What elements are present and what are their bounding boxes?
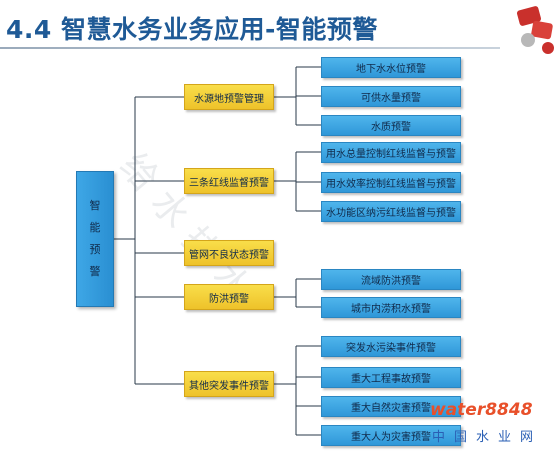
leaf-node: 用水效率控制红线监督与预警 [321,171,461,193]
root-char: 智 [89,199,101,212]
leaf-node: 城市内涝积水预警 [321,296,461,318]
root-char: 能 [89,221,101,234]
page-title: 4.4 智慧水务业务应用-智能预警 [6,15,378,44]
category-node: 水源地预警管理 [184,84,274,110]
leaf-node: 流域防洪预警 [321,268,461,290]
category-node: 三条红线监督预警 [184,168,274,194]
root-char: 预 [89,243,101,256]
brand-logo: water8848 中国水业网 [430,400,560,454]
category-node: 其他突发事件预警 [184,371,274,397]
root-char: 警 [89,265,101,278]
leaf-node: 重大自然灾害预警 [321,395,461,417]
leaf-node: 重大人为灾害预警 [321,424,461,446]
logo-subtitle: 中国水业网 [432,430,543,445]
category-node: 防洪预警 [184,284,274,310]
logo-wordmark: water8848 [430,400,533,420]
leaf-node: 突发水污染事件预警 [321,335,461,357]
corner-decoration-icon [516,6,554,54]
leaf-node: 水功能区纳污红线监督与预警 [321,200,461,222]
leaf-node: 可供水量预警 [321,85,461,107]
category-node: 管网不良状态预警 [184,240,274,266]
leaf-node: 用水总量控制红线监督与预警 [321,141,461,163]
title-divider [0,47,500,49]
root-node-smart-warning: 智 能 预 警 [76,171,114,307]
leaf-node: 地下水水位预警 [321,56,461,78]
leaf-node: 重大工程事故预警 [321,366,461,388]
leaf-node: 水质预警 [321,114,461,136]
